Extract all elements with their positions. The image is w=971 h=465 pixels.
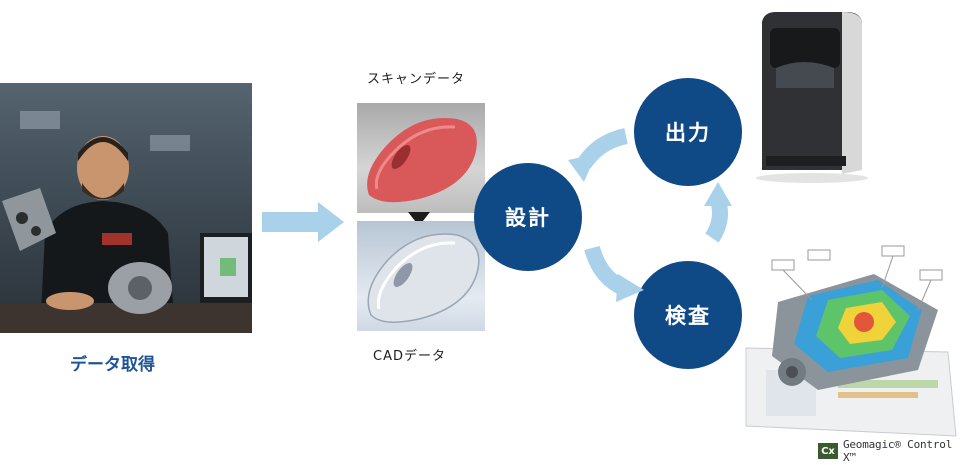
logo-text: Geomagic® Control X™ [842, 438, 953, 464]
cycle-arrows [568, 128, 732, 302]
geomagic-logo: Cx Geomagic® Control X™ [818, 438, 971, 464]
scan-data-image [357, 103, 485, 213]
stage-circle-output: 出力 [634, 78, 742, 186]
scan-data-label: スキャンデータ [367, 72, 466, 87]
arrow-to-inspect-icon [616, 274, 644, 302]
3d-printer-image [756, 12, 868, 183]
down-triangle-icon [408, 212, 430, 226]
logo-badge: Cx [818, 443, 838, 459]
cad-data-image [357, 221, 485, 331]
stage-label-design: 設計 [505, 206, 551, 230]
stage-label-output: 出力 [665, 121, 711, 145]
cad-data-label: CADデータ [373, 349, 446, 364]
data-acquisition-photo [0, 83, 252, 333]
arrow-to-design-icon [568, 154, 596, 182]
inspection-result-image [745, 245, 957, 437]
arrow-right-icon [262, 202, 344, 242]
arrow-to-output-icon [704, 182, 732, 206]
stage-circle-inspect: 検査 [634, 261, 742, 369]
stage-label-acquire: データ取得 [70, 355, 155, 375]
stage-label-inspect: 検査 [665, 304, 711, 328]
stage-circle-design: 設計 [474, 163, 582, 271]
